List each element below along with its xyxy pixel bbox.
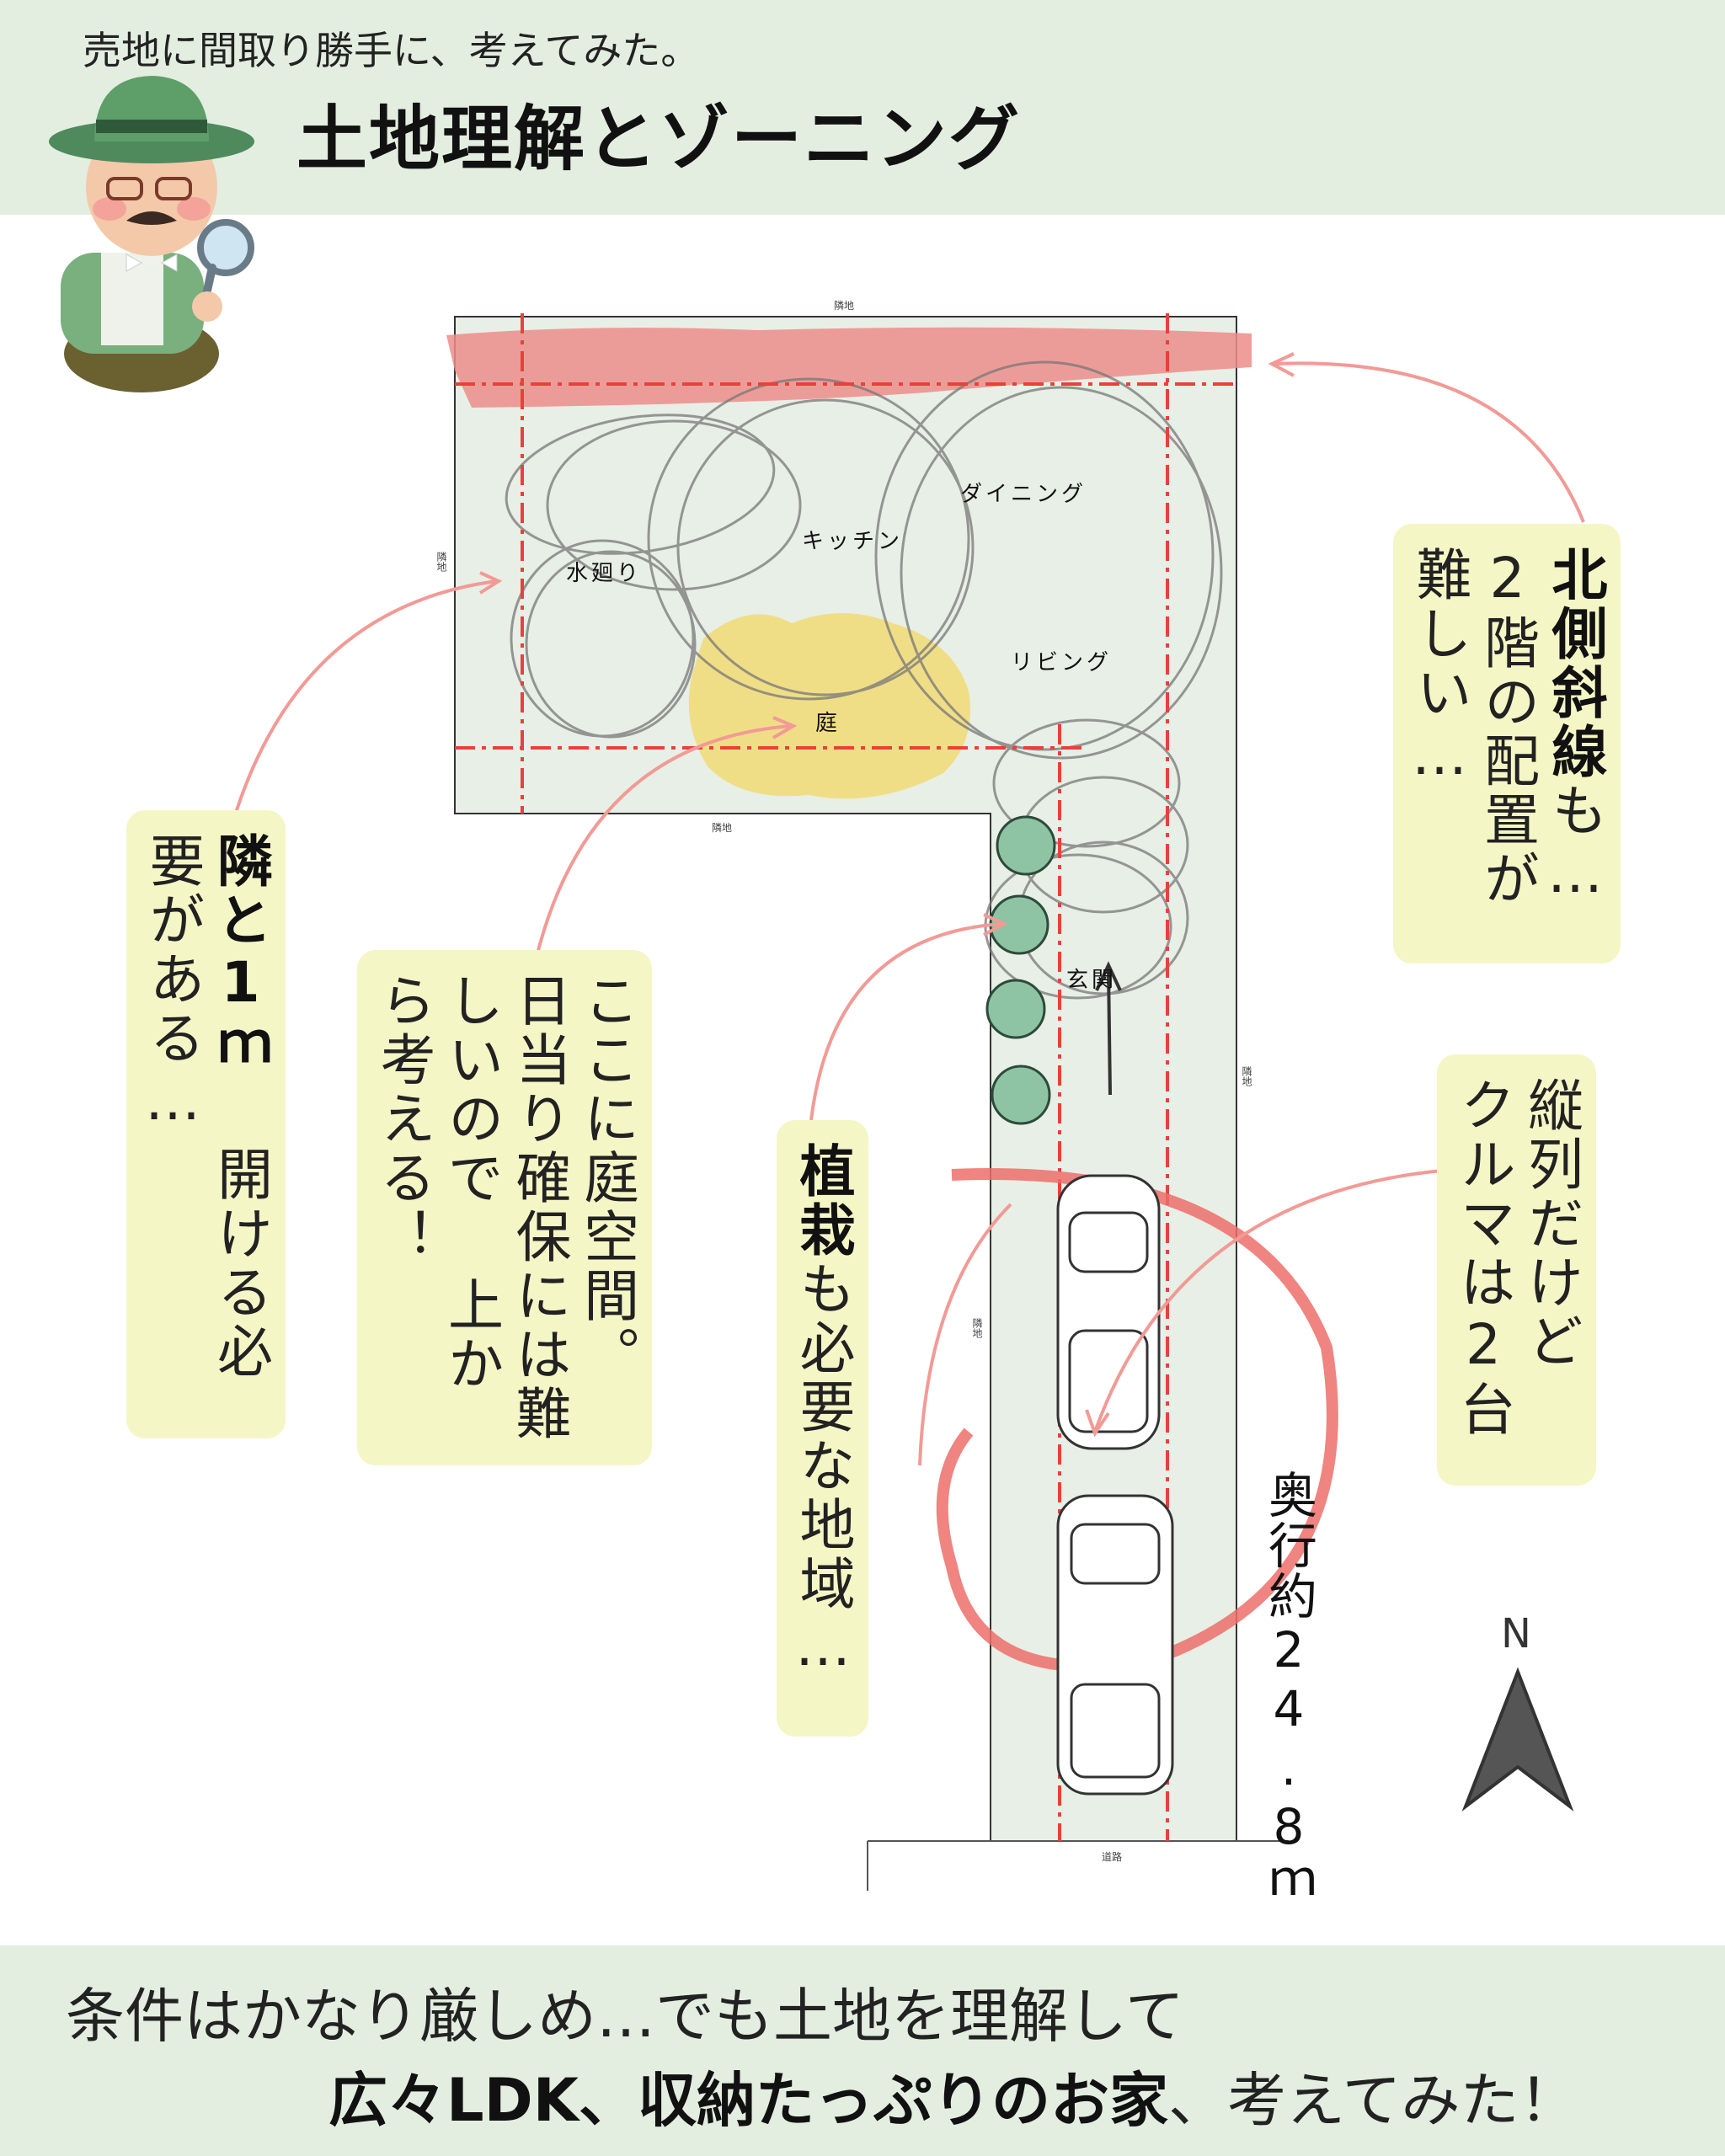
note-north-slope-line3: 難しい…: [1407, 546, 1472, 791]
note-planting: 植栽も必要な地域…: [777, 1120, 868, 1737]
depth-dimension: 奥行約24.8ｍ: [1260, 1470, 1317, 1908]
note-parking: 縦列だけど クルマは2台: [1437, 1054, 1597, 1486]
parking-swirl: [936, 1168, 1338, 1673]
edge-label-right: 隣地: [1241, 1066, 1252, 1086]
zoning-sketch: [505, 360, 1223, 1000]
zone-label-dining: ダイニング: [960, 482, 1087, 507]
header-band: [0, 0, 1725, 215]
north-arrow-icon: [1461, 1667, 1574, 1812]
zone-label-garden: 庭: [815, 711, 841, 736]
footer-line1: 条件はかなり厳しめ…でも土地を理解して: [66, 1982, 1184, 2051]
pointer-arrows: [234, 352, 1585, 1466]
footer-line2: 広々LDK、収納たっぷりのお家、考えてみた！: [328, 2053, 1578, 2138]
note-north-slope: 北側斜線も… 2階の配置が 難しい…: [1393, 524, 1621, 963]
zone-label-entrance: 玄関: [1066, 968, 1118, 993]
page-title: 土地理解とゾーニング: [296, 98, 1022, 180]
zone-label-living: リビング: [1011, 650, 1113, 675]
note-garden-space: ここに庭空間。 日当り確保には難しいので 上から考える！: [357, 950, 653, 1465]
note-planting-bold: 植栽: [790, 1142, 856, 1260]
entrance-arrow: [1095, 961, 1122, 1096]
note-planting-rest: も必要な地域…: [790, 1260, 856, 1682]
shrubs: [985, 815, 1056, 1125]
edge-label-top: 隣地: [834, 300, 855, 312]
footer-line2-bold: 広々LDK、収納たっぷりのお家: [328, 2066, 1168, 2135]
footer-band: [0, 1945, 1725, 2156]
note-neighbor-gap-rest: 開ける必要がある…: [140, 832, 274, 1381]
note-garden-line2: 日当り確保には難しいので: [439, 972, 572, 1444]
north-setback-band: [446, 327, 1252, 408]
edge-label-bottom-left: 隣地: [712, 822, 733, 834]
header-subtitle: 売地に間取り勝手に、考えてみた。: [83, 28, 700, 73]
footer-line2-rest: 、考えてみた！: [1167, 2066, 1578, 2135]
car-1: [1056, 1174, 1161, 1450]
note-north-slope-rest: も…: [1542, 782, 1608, 909]
road-line: [867, 1840, 1289, 1891]
zone-label-kitchen: キッチン: [802, 529, 904, 554]
north-label: N: [1501, 1610, 1531, 1657]
edge-label-left: 隣地: [435, 552, 447, 572]
note-north-slope-bold-line: 北側斜線も…: [1542, 546, 1608, 909]
note-parking-line2: クルマは2台: [1450, 1076, 1516, 1439]
note-garden-line1: ここに庭空間。: [574, 972, 640, 1385]
garden-area: [688, 613, 970, 799]
note-parking-line1: 縦列だけど: [1519, 1076, 1584, 1371]
note-garden-line3: 上から考える！: [371, 972, 505, 1394]
note-neighbor-gap-bold: 隣と1ｍ: [208, 832, 274, 1077]
note-neighbor-gap: 隣と1ｍ 開ける必要がある…: [126, 810, 286, 1438]
note-north-slope-line2: 2階の配置が: [1475, 546, 1541, 909]
car-2: [1056, 1494, 1174, 1796]
edge-label-inner-left: 隣地: [971, 1318, 983, 1338]
edge-label-road: 道路: [1102, 1851, 1123, 1863]
zone-label-water: 水廻り: [566, 561, 643, 586]
